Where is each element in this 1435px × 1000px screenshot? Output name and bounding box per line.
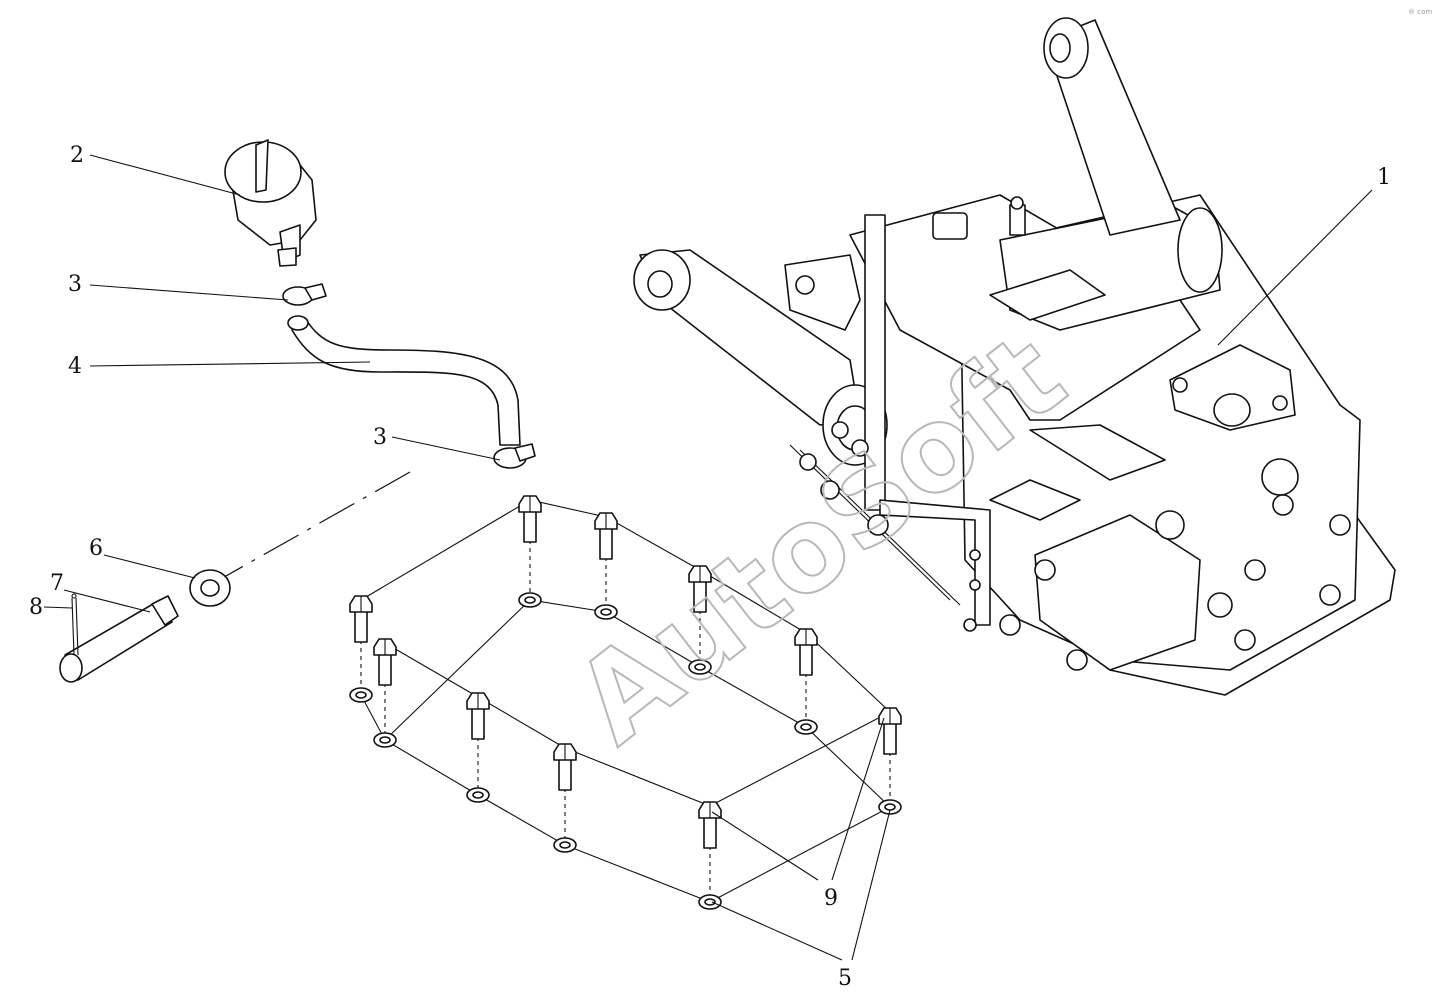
bolt-with-washer bbox=[373, 638, 397, 748]
bolt-with-washer bbox=[466, 692, 490, 803]
callout-7: 7 bbox=[50, 571, 64, 596]
callout-6: 6 bbox=[89, 536, 103, 561]
oil-reservoir-cap bbox=[224, 139, 317, 267]
callout-4: 4 bbox=[68, 354, 82, 379]
callout-3-lower: 3 bbox=[373, 425, 387, 450]
bolts-and-washers bbox=[349, 495, 902, 910]
leader-lines bbox=[43, 154, 1373, 961]
bolt-with-washer bbox=[349, 595, 373, 703]
bolt-with-washer bbox=[518, 495, 542, 608]
callout-2: 2 bbox=[70, 143, 84, 168]
hose-clamp-upper bbox=[282, 283, 327, 306]
cotter-pin bbox=[71, 593, 79, 656]
callout-1: 1 bbox=[1377, 165, 1391, 190]
bolt-with-washer bbox=[553, 743, 577, 853]
callout-labels: 1 2 3 4 3 6 7 8 9 5 bbox=[29, 143, 1391, 991]
bolt-with-washer bbox=[594, 512, 618, 620]
washer-outline-top bbox=[384, 599, 891, 808]
callout-8: 8 bbox=[29, 595, 43, 620]
bolt-with-washer bbox=[698, 801, 722, 910]
bolt-with-washer bbox=[688, 565, 712, 675]
bolt-outline-top bbox=[360, 499, 891, 713]
corner-mark: ® com bbox=[1408, 8, 1432, 16]
alignment-centerline bbox=[209, 471, 411, 586]
callout-3-upper: 3 bbox=[68, 272, 82, 297]
bolt-with-washer bbox=[794, 628, 818, 735]
callout-5: 5 bbox=[838, 966, 852, 991]
lift-housing-assembly bbox=[633, 17, 1396, 696]
hose-clamp-lower bbox=[493, 443, 536, 469]
bolt-with-washer bbox=[878, 707, 902, 815]
callout-9: 9 bbox=[824, 886, 838, 911]
pivot-pin bbox=[59, 595, 179, 683]
washer bbox=[189, 569, 231, 607]
washer-outline-front bbox=[360, 694, 891, 903]
rubber-hose bbox=[287, 315, 521, 446]
